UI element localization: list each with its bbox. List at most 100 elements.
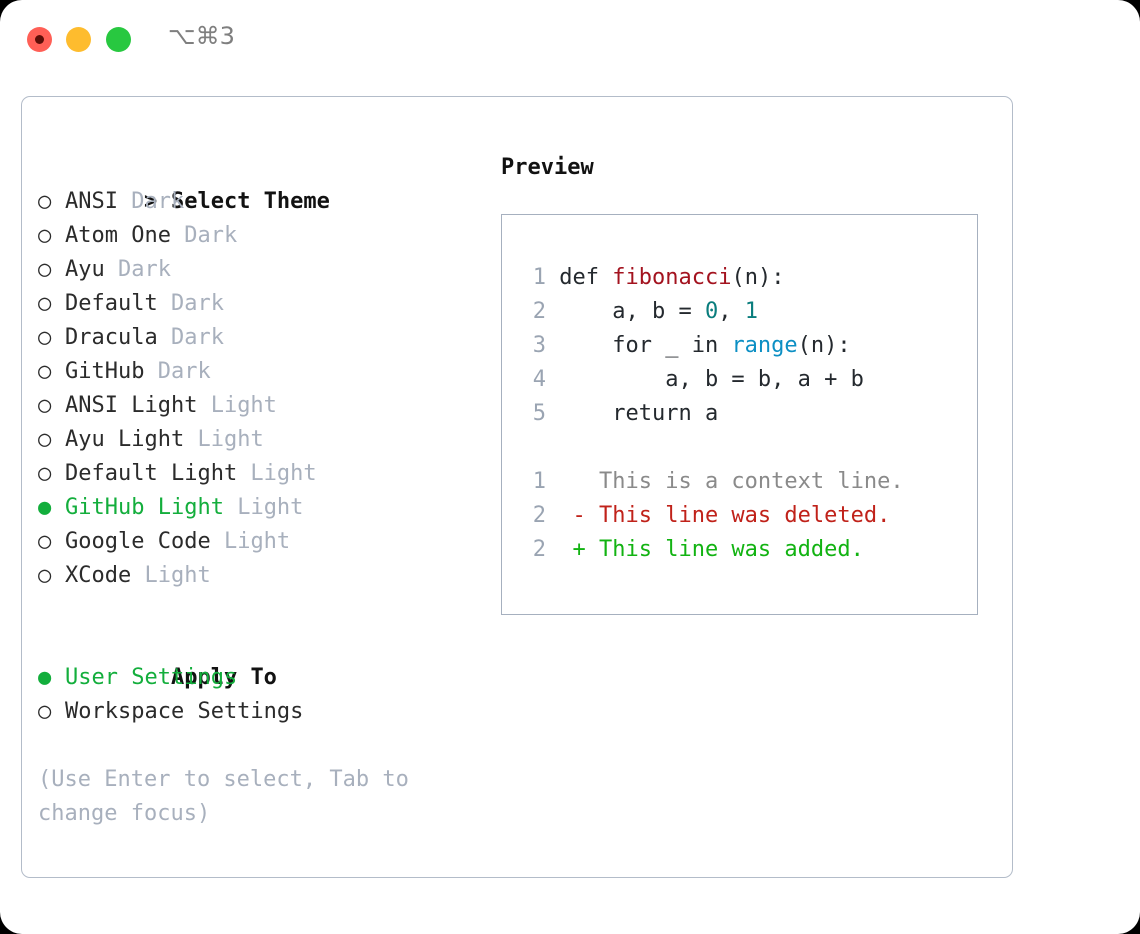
theme-item-label: Atom One: [65, 223, 171, 248]
apply-to-item[interactable]: ○ Workspace Settings: [38, 695, 468, 729]
code-token: def: [559, 265, 613, 290]
theme-item-variant: Light: [223, 495, 304, 520]
theme-item-variant: Dark: [104, 257, 171, 282]
code-line-number: 5: [532, 401, 546, 426]
diff-block: 1 This is a context line. 2 - This line w…: [520, 465, 977, 567]
theme-item-variant: Light: [184, 427, 264, 452]
theme-item-label: Dracula: [65, 325, 158, 350]
theme-list-item[interactable]: ○ XCode Light: [38, 559, 468, 593]
theme-list-item[interactable]: ○ Default Dark: [38, 287, 468, 321]
diff-line-number: 2: [532, 537, 546, 562]
theme-item-label: Default: [65, 291, 158, 316]
code-line: 2 a, b = 0, 1: [520, 295, 977, 329]
theme-list: ○ ANSI Dark ○ Atom One Dark ○ Ayu Dark ○ Defaul…: [38, 185, 468, 593]
code-token: ,: [718, 299, 745, 324]
code-token: (n):: [797, 333, 851, 358]
apply-to-header-label: Apply To: [170, 665, 277, 690]
code-line-number: 1: [532, 265, 546, 290]
code-token: return a: [559, 401, 719, 426]
apply-to-item-label: User Settings: [65, 665, 238, 690]
theme-item-variant: Dark: [144, 359, 211, 384]
theme-list-item[interactable]: ○Google Code Light: [38, 525, 468, 559]
code-token: a, b =: [559, 299, 705, 324]
apply-to-item[interactable]: ● User Settings: [38, 661, 468, 695]
radio-unselected-icon: ○: [38, 257, 52, 282]
code-token: for _ in: [559, 333, 732, 358]
code-token: range: [731, 333, 798, 358]
radio-unselected-icon: ○: [38, 291, 52, 316]
theme-list-item[interactable]: ○ Atom One Dark: [38, 219, 468, 253]
theme-item-variant: Dark: [157, 291, 224, 316]
theme-list-item[interactable]: ○ ANSI Light Light: [38, 389, 468, 423]
theme-item-label: Default Light: [65, 461, 238, 486]
theme-item-label: ANSI: [65, 189, 118, 214]
radio-unselected-icon: ○: [38, 189, 52, 214]
theme-item-label: GitHub: [65, 359, 145, 384]
radio-unselected-icon: ○: [38, 325, 52, 350]
maximize-button[interactable]: [106, 27, 131, 52]
theme-item-variant: Light: [131, 563, 211, 588]
diff-line-text: + This line was added.: [546, 537, 864, 562]
code-diff-separator: [520, 431, 977, 465]
preview-column: Preview 1 def fibonacci(n):2 a, b = 0, 1…: [501, 151, 991, 615]
theme-item-variant: Light: [237, 461, 317, 486]
theme-item-variant: Dark: [157, 325, 224, 350]
theme-item-label: Google Code: [65, 529, 211, 554]
radio-unselected-icon: ○: [38, 393, 52, 418]
theme-item-variant: Dark: [117, 189, 185, 214]
content-frame: > Select Theme ○ ANSI Dark ○ Atom One Dark ○ A…: [21, 96, 1013, 878]
code-token: 0: [704, 299, 719, 324]
minimize-button[interactable]: [66, 27, 91, 52]
theme-list-item[interactable]: ○ Ayu Dark: [38, 253, 468, 287]
select-theme-header: > Select Theme: [38, 151, 468, 214]
diff-line-number: 1: [532, 469, 546, 494]
theme-item-label: GitHub Light: [65, 495, 224, 520]
theme-list-item[interactable]: ○ Default Light Light: [38, 457, 468, 491]
radio-unselected-icon: ○: [38, 461, 52, 486]
theme-list-item[interactable]: ○ Ayu Light Light: [38, 423, 468, 457]
theme-list-item[interactable]: ○ Dracula Dark: [38, 321, 468, 355]
theme-item-label: Ayu Light: [65, 427, 185, 452]
help-text: (Use Enter to select, Tab to change focu…: [38, 767, 409, 826]
apply-to-list: ● User Settings ○ Workspace Settings: [38, 661, 468, 729]
theme-item-variant: Dark: [170, 223, 238, 248]
radio-unselected-icon: ○: [38, 427, 52, 452]
diff-line: 1 This is a context line.: [520, 465, 977, 499]
code-token: a, b = b, a + b: [559, 367, 864, 392]
window-titlebar: ⌥⌘3: [0, 0, 1140, 78]
theme-picker-column: > Select Theme ○ ANSI Dark ○ Atom One Dark ○ A…: [38, 151, 468, 831]
preview-title: Preview: [501, 155, 594, 180]
radio-selected-icon: ●: [38, 665, 52, 690]
code-line: 5 return a: [520, 397, 977, 431]
diff-line: 2 + This line was added.: [520, 533, 977, 567]
theme-item-label: ANSI Light: [65, 393, 198, 418]
theme-item-label: Ayu: [65, 257, 105, 282]
select-theme-header-label: Select Theme: [170, 189, 330, 214]
theme-item-label: XCode: [65, 563, 132, 588]
close-button[interactable]: [27, 27, 52, 52]
theme-list-item[interactable]: ○ ANSI Dark: [38, 185, 468, 219]
code-token: (n):: [731, 265, 785, 290]
code-token: 1: [744, 299, 758, 324]
code-line-number: 4: [532, 367, 546, 392]
diff-line-text: - This line was deleted.: [546, 503, 891, 528]
code-line-number: 3: [532, 333, 546, 358]
radio-unselected-icon: ○: [38, 699, 52, 724]
radio-unselected-icon: ○: [38, 563, 52, 588]
radio-unselected-icon: ○: [38, 223, 52, 248]
code-line: 1 def fibonacci(n):: [520, 261, 977, 295]
theme-item-variant: Light: [197, 393, 277, 418]
apply-to-header: Apply To: [38, 627, 468, 690]
prompt-caret-icon: >: [143, 189, 158, 214]
theme-list-item[interactable]: ○GitHub Dark: [38, 355, 468, 389]
radio-unselected-icon: ○: [38, 529, 52, 554]
code-line-number: 2: [532, 299, 546, 324]
code-line: 3 for _ in range(n):: [520, 329, 977, 363]
theme-list-item[interactable]: ● GitHub Light Light: [38, 491, 468, 525]
radio-selected-icon: ●: [38, 495, 52, 520]
diff-line-text: This is a context line.: [546, 469, 904, 494]
apply-to-item-label: Workspace Settings: [65, 699, 304, 724]
